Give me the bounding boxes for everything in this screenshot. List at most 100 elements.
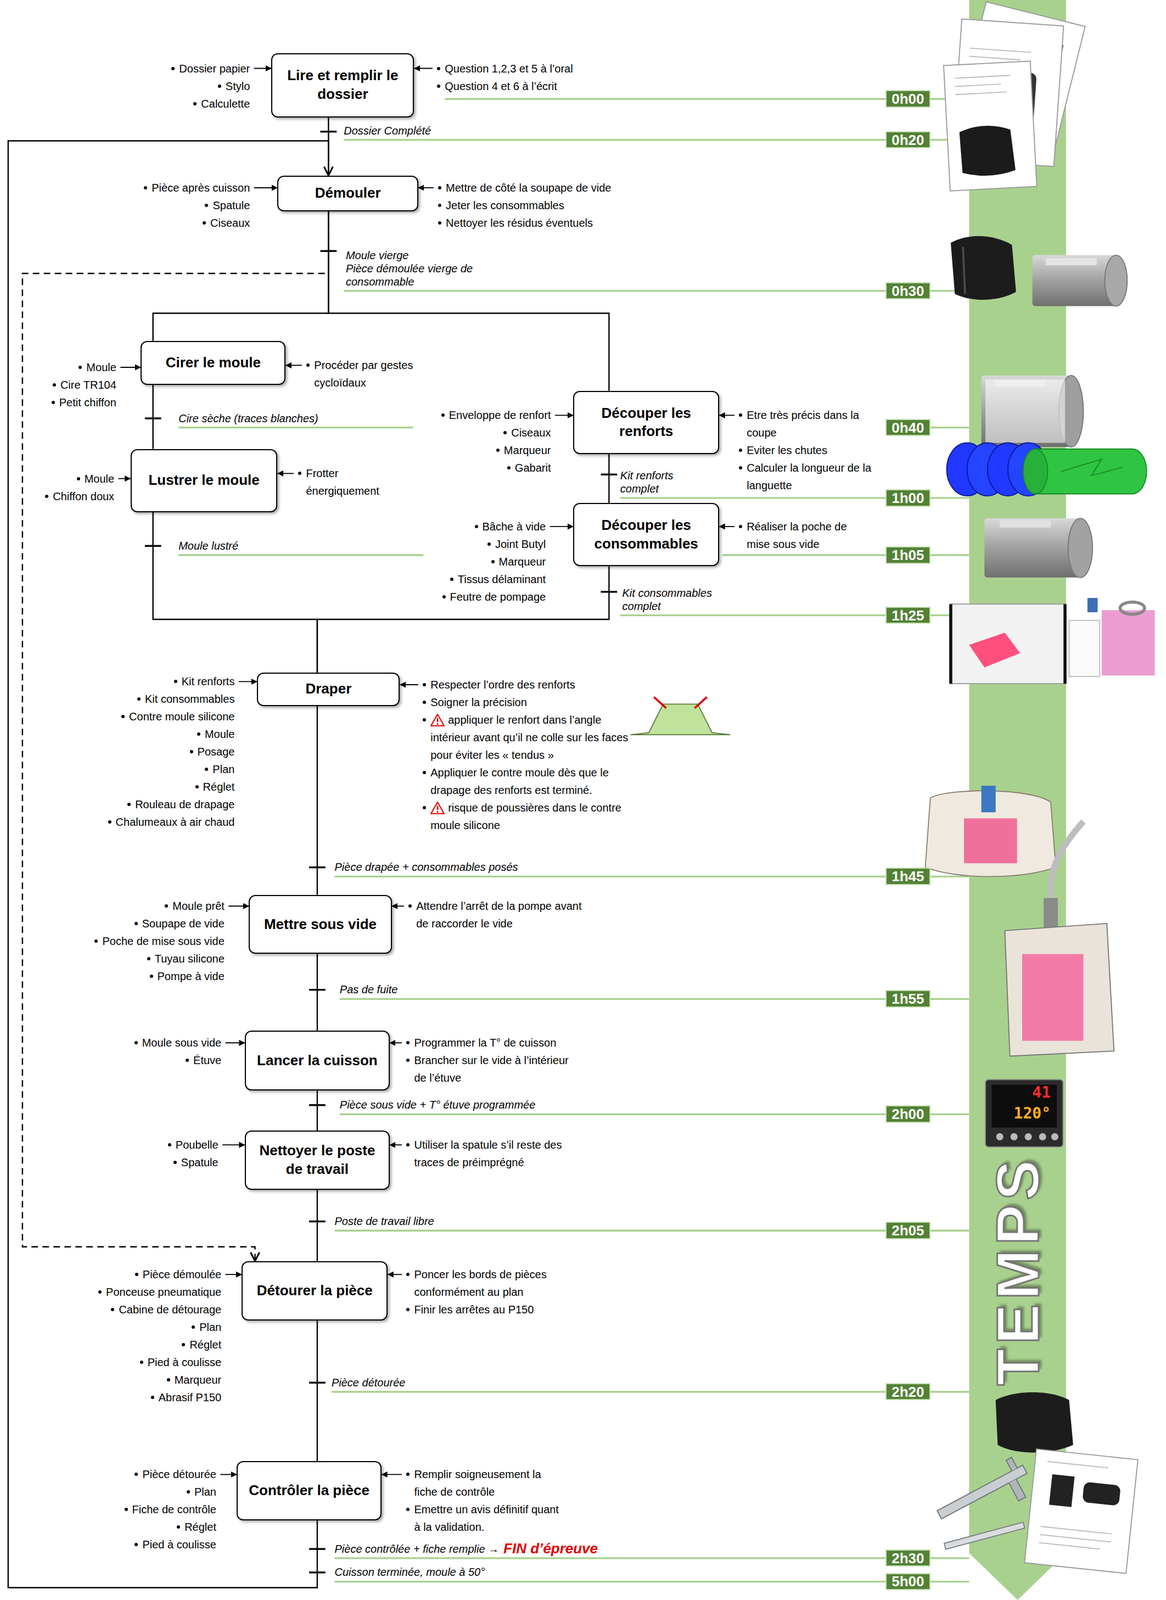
trimmed-part [995, 1392, 1074, 1453]
bullet-dot [150, 1395, 155, 1399]
milestone-text: Pièce sous vide + T° étuve programmée [339, 1097, 536, 1112]
mould-cylinder [1045, 258, 1097, 266]
process-box: Découper les renforts [573, 390, 720, 454]
warning-icon [430, 713, 445, 727]
caliper-tools [999, 1456, 1032, 1501]
vacuum-bag [1022, 954, 1084, 1041]
bullet-dot [441, 413, 445, 417]
control-sheet [1039, 1461, 1119, 1550]
bullet-item: Réglet [203, 777, 235, 796]
bullet-item: Respecter l’ordre des renforts [430, 675, 630, 694]
warning-icon [430, 714, 445, 726]
bullet-item: Marqueur [503, 441, 552, 459]
input-arrow [719, 525, 735, 528]
bullet-item: Plan [212, 760, 235, 778]
item-text: Question 1,2,3 et 5 à l’oral [444, 59, 629, 78]
bullet-item: Soigner la précision [430, 693, 630, 711]
item-text: Moule prêt [172, 897, 225, 915]
bullet-dot [110, 1307, 115, 1311]
bullet-dot [507, 466, 511, 470]
item-text: Kit renforts [181, 672, 235, 691]
bullet-dot [406, 1507, 410, 1511]
bullet-dot [422, 805, 426, 810]
item-text: Dossier papier [178, 59, 250, 78]
milestone-text: Pas de fuite [339, 982, 398, 996]
bullet-dot [438, 203, 442, 207]
consumables-kit [1068, 620, 1100, 677]
bullet-item: Abrasif P150 [158, 1388, 222, 1406]
mould-cylinder [1032, 255, 1117, 307]
control-sheet [1024, 1448, 1139, 1573]
input-arrow [387, 1273, 402, 1275]
item-text: Plan [212, 760, 235, 778]
milestone-label: Pièce contrôlée + fiche remplie → [334, 1542, 500, 1556]
bullet-dot [78, 365, 82, 369]
bullet-item: Jeter les consommables [445, 196, 650, 215]
control-sheet [1049, 1473, 1075, 1507]
bullet-item: Chalumeaux à air chaud [115, 813, 235, 831]
item-text: Pompe à vide [157, 967, 225, 985]
dossier-pages [943, 60, 1037, 192]
bullet-dot [137, 697, 141, 701]
bullet-item: Fiche de contrôle [132, 1500, 217, 1518]
time-badge: 0h40 [885, 418, 931, 437]
time-badge: 0h20 [885, 131, 931, 149]
reinforcement-kit [1023, 449, 1048, 495]
angle-sketch [653, 696, 708, 708]
bullet-dot [45, 494, 49, 498]
bullet-item: Dossier papier [178, 59, 250, 78]
consumables-kit [950, 603, 1065, 684]
item-text: Réglet [184, 1517, 217, 1536]
bullet-dot [442, 595, 446, 599]
bullet-item: Chiffon doux [52, 487, 115, 506]
bullet-item: Moule [84, 469, 115, 488]
consumables-kit [1087, 597, 1098, 613]
bullet-dot [738, 448, 743, 452]
bullet-dot [738, 466, 743, 470]
consumables-kit [950, 597, 1156, 684]
warning-icon [436, 810, 439, 813]
bullet-item: Joint Butyl [495, 535, 546, 553]
digit-text: 120° [1013, 1105, 1051, 1122]
input-arrow [228, 905, 249, 907]
bullet-item: Emettre un avis définitif quant à la val… [413, 1500, 568, 1536]
item-text: Fiche de contrôle [132, 1500, 217, 1518]
bullet-dot [171, 66, 175, 71]
polished-mould [984, 518, 1081, 578]
bullet-dot [738, 413, 743, 417]
waxed-mould [994, 379, 1046, 387]
bullet-dot [436, 66, 441, 71]
bullet-dot [436, 84, 441, 88]
bullet-dot [176, 1525, 181, 1529]
bullet-item: Brancher sur le vide à l’intérieur de l’… [413, 1051, 577, 1087]
bullet-item: Contre moule silicone [129, 707, 235, 726]
item-text: Joint Butyl [495, 535, 546, 553]
item-text: Pièce démoulée [142, 1265, 222, 1283]
milestone-label: Poste de travail libre [334, 1214, 435, 1228]
bullet-item: Petit chiffon [59, 393, 117, 412]
milestone-text: Moule vierge [345, 248, 409, 262]
item-text: Soupape de vide [142, 914, 225, 933]
bullet-item: Pièce démoulée [142, 1265, 222, 1283]
flow-connector [152, 384, 154, 450]
item-text: Gabarit [514, 458, 552, 477]
bullet-item: Pied à coulisse [147, 1353, 222, 1371]
input-arrow [399, 684, 418, 686]
input-arrow [719, 414, 735, 416]
item-text: Remplir soigneusement la fiche de contrô… [413, 1465, 568, 1501]
process-title: Draper [305, 679, 352, 699]
process-title: Détourer la pièce [256, 1281, 373, 1300]
time-value: 2h00 [891, 1105, 924, 1123]
time-badge: 0h30 [885, 282, 931, 300]
trimmed-part [995, 1392, 1074, 1453]
item-text: Attendre l’arrêt de la pompe avant de ra… [416, 897, 590, 933]
flow-connector [608, 453, 610, 503]
bullet-dot [121, 714, 125, 719]
bullet-item: Cire TR104 [60, 376, 117, 394]
item-text: Pied à coulisse [147, 1353, 222, 1371]
time-value: 2h05 [891, 1221, 924, 1239]
bullet-dot [147, 956, 151, 961]
bullet-item: Pièce détourée [142, 1465, 217, 1483]
time-badge: 2h00 [885, 1105, 931, 1123]
angle-sketch [630, 696, 731, 735]
